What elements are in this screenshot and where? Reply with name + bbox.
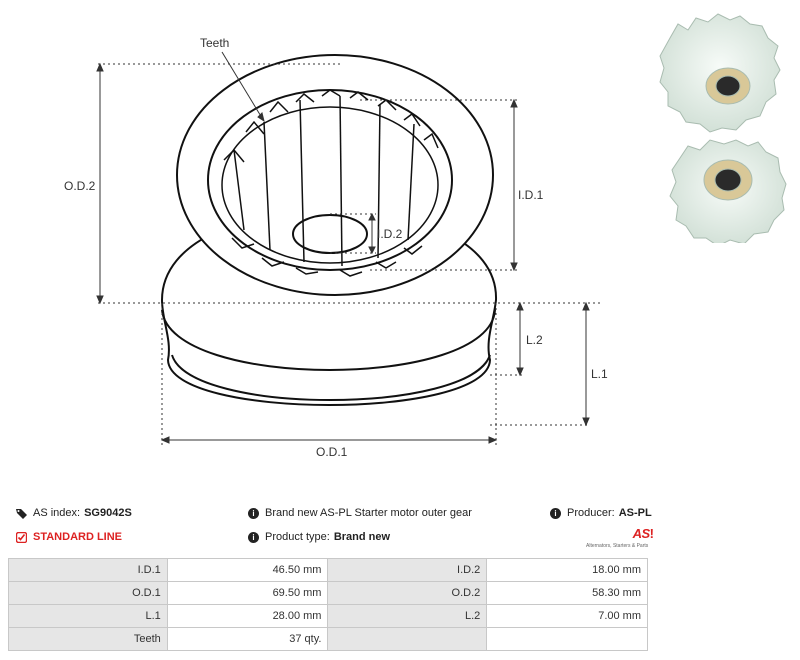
checkbox-icon <box>15 531 28 543</box>
spec-key <box>327 627 488 651</box>
table-row: L.1 28.00 mm L.2 7.00 mm <box>8 604 648 628</box>
spec-key: O.D.1 <box>8 581 168 605</box>
od2-label: O.D.2 <box>64 179 96 193</box>
table-row: O.D.1 69.50 mm O.D.2 58.30 mm <box>8 581 648 605</box>
as-pl-logo: AS! Alternators, Starters & Parts <box>586 526 654 549</box>
spec-value <box>486 627 648 651</box>
standard-line-label: STANDARD LINE <box>33 531 123 543</box>
id1-label: I.D.1 <box>518 188 544 202</box>
description-text: Brand new AS-PL Starter motor outer gear <box>265 507 472 519</box>
info-icon: i <box>248 531 259 543</box>
od1-label: O.D.1 <box>316 445 348 459</box>
tag-icon <box>16 508 27 519</box>
spec-key: I.D.2 <box>327 558 488 582</box>
specs-table: I.D.1 46.50 mm I.D.2 18.00 mm O.D.1 69.5… <box>8 558 648 651</box>
product-type-label: Product type: <box>265 531 330 543</box>
table-row: I.D.1 46.50 mm I.D.2 18.00 mm <box>8 558 648 582</box>
product-photo <box>659 13 787 243</box>
spec-value: 69.50 mm <box>166 581 329 605</box>
spec-value: 7.00 mm <box>486 604 648 628</box>
spec-value: 37 qty. <box>166 627 329 651</box>
product-type-value: Brand new <box>333 531 391 543</box>
l1-label: L.1 <box>591 367 608 381</box>
as-index-label: AS index: <box>33 507 81 519</box>
spec-key: L.1 <box>8 604 168 628</box>
as-index-value: SG9042S <box>84 507 132 519</box>
spec-value: 46.50 mm <box>166 558 329 582</box>
logo-tagline: Alternators, Starters & Parts <box>586 543 649 549</box>
as-index-row: AS index: SG9042S <box>16 507 132 519</box>
table-row: Teeth 37 qty. <box>8 627 648 651</box>
l2-label: L.2 <box>526 333 543 347</box>
spec-key: I.D.1 <box>8 558 168 582</box>
info-icon: i <box>550 507 561 519</box>
product-type-row: i Product type: Brand new <box>248 531 390 543</box>
technical-drawing: Teeth O.D.2 I.D.1 I.D.2 L.2 L.1 O.D.1 <box>64 36 608 459</box>
teeth-label: Teeth <box>200 36 229 50</box>
id2-label: I.D.2 <box>377 227 403 241</box>
logo-text: AS <box>632 526 651 541</box>
producer-value: AS-PL <box>618 507 652 519</box>
spec-key: Teeth <box>8 627 168 651</box>
spec-value: 28.00 mm <box>166 604 329 628</box>
spec-key: L.2 <box>327 604 488 628</box>
description-row: i Brand new AS-PL Starter motor outer ge… <box>248 507 472 519</box>
standard-line-row: STANDARD LINE <box>15 531 123 543</box>
spec-value: 18.00 mm <box>486 558 648 582</box>
info-icon: i <box>248 507 259 519</box>
producer-row: i Producer: AS-PL <box>550 507 652 519</box>
spec-key: O.D.2 <box>327 581 488 605</box>
spec-value: 58.30 mm <box>486 581 648 605</box>
producer-label: Producer: <box>567 507 615 519</box>
product-info: AS index: SG9042S STANDARD LINE i Brand … <box>15 500 656 552</box>
